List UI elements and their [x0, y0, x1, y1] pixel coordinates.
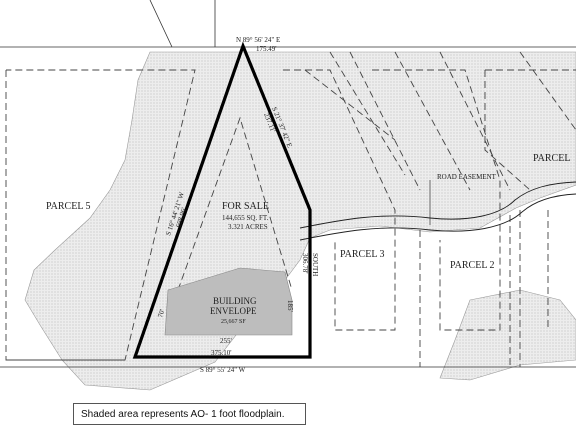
floodplain-area — [24, 51, 576, 391]
for-sale-acres: 3.321 ACRES — [228, 223, 268, 231]
parcel-dash-c — [349, 51, 421, 191]
road-easement-line-2 — [299, 193, 576, 241]
parcel-edge-label: PARCEL — [533, 153, 570, 164]
legend-caption-text: Shaded area represents AO- 1 foot floodp… — [81, 408, 285, 420]
building-envelope — [164, 267, 293, 336]
south-distance-label: 375.10' — [211, 349, 232, 357]
access-line-1 — [149, 0, 173, 48]
parcel-dash-f — [484, 70, 531, 191]
parcel2-label: PARCEL 2 — [450, 260, 495, 271]
south-bearing-label: S 89° 55' 24" W — [200, 366, 246, 374]
parcel-dash-a — [304, 69, 396, 141]
envelope-bottom-dim: 255' — [220, 337, 232, 345]
east-bearing-label: SOUTH — [311, 253, 319, 276]
parcel5-label: PARCEL 5 — [46, 201, 91, 212]
parcel5-boundary — [5, 69, 196, 361]
east-distance-label: 306.78' — [301, 253, 309, 274]
envelope-line1: BUILDING — [213, 296, 257, 306]
legend-caption: Shaded area represents AO- 1 foot floodp… — [73, 403, 306, 425]
north-bearing-label: N 89° 56' 24" E — [236, 36, 280, 44]
envelope-area: 25,667 SF — [221, 319, 246, 325]
parcel-dash-e — [439, 51, 511, 191]
road-easement-line-1 — [299, 181, 576, 229]
envelope-right-dim: 185' — [286, 300, 294, 312]
for-sale-title: FOR SALE — [222, 201, 269, 212]
parcel-dash-b — [329, 51, 406, 176]
parcel-dash-d — [394, 51, 471, 191]
for-sale-sqft: 144,655 SQ. FT. — [222, 214, 269, 222]
parcel3-label: PARCEL 3 — [340, 249, 385, 260]
for-sale-parcel-boundary — [132, 41, 312, 359]
parcel-dash-g — [519, 51, 576, 131]
parcel3-boundary — [283, 69, 396, 331]
envelope-left-dim: 70' — [156, 308, 166, 318]
envelope-line2: ENVELOPE — [210, 306, 257, 316]
inner-lot-boundary — [177, 116, 293, 291]
road-easement-label: ROAD EASEMENT — [437, 173, 497, 181]
north-distance-label: 175.49' — [256, 45, 277, 53]
parcel2-boundary — [372, 69, 501, 331]
floodplain-area-right — [439, 289, 576, 381]
